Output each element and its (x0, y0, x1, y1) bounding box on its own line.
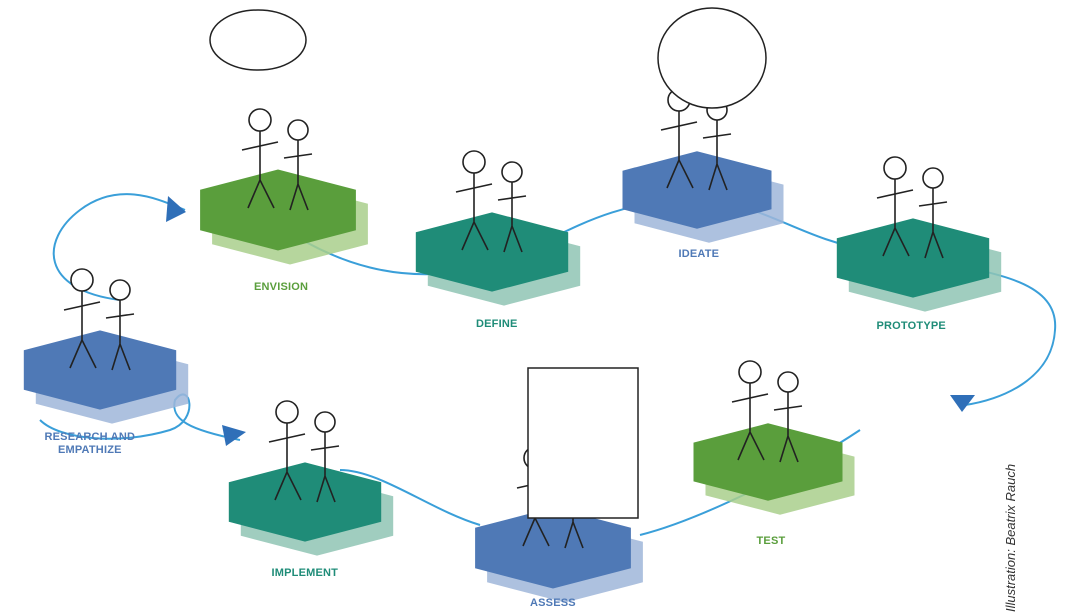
group-discussion-icon (455, 150, 527, 253)
figure-body (63, 291, 101, 369)
robot-test-icon (731, 360, 803, 463)
stage-label-line: RESEARCH AND (44, 431, 136, 443)
figure-body-2 (105, 300, 135, 371)
stage-label-test: TEST (757, 535, 786, 548)
direction-arrow-icon (166, 196, 186, 222)
thought-bubble-icon (209, 9, 307, 71)
figure-body-2 (497, 182, 527, 253)
stage-label-line: IDEATE (678, 247, 720, 260)
figure-head (70, 268, 94, 292)
figure-body-2 (702, 120, 732, 191)
illustration-credit: Illustration: Beatrix Rauch (1003, 463, 1018, 612)
stage-label-line: IMPLEMENT (271, 566, 339, 579)
figure-head-2 (501, 161, 523, 183)
stage-illustrations (63, 7, 948, 549)
figure-head-2 (314, 411, 336, 433)
figure-body-2 (310, 432, 340, 503)
platform-research (23, 330, 189, 424)
platform-prototype (836, 218, 1002, 312)
figure-head (738, 360, 762, 384)
platform-hexagon-ideate (622, 151, 772, 229)
stage-label-ideate: IDEATE (679, 248, 720, 261)
figure-body-2 (773, 392, 803, 463)
direction-arrow-icon (222, 425, 246, 446)
figure-head-2 (109, 279, 131, 301)
figure-head-2 (922, 167, 944, 189)
figure-body-2 (918, 188, 948, 259)
platform-hexagon-define (415, 212, 569, 292)
direction-arrow-icon (950, 395, 975, 412)
stage-label-implement: IMPLEMENT (272, 567, 339, 580)
platform-assess (475, 507, 643, 603)
figure-body-2 (283, 140, 313, 211)
platform-hexagon-assess (475, 507, 631, 589)
figure-body (876, 179, 914, 257)
figure-body (660, 111, 698, 189)
platform-hexagon-test (693, 423, 843, 501)
stage-label-line: EMPATHIZE (57, 444, 122, 456)
figure-head-2 (287, 119, 309, 141)
stage-label-line: ENVISION (254, 280, 309, 293)
stage-label-envision: ENVISION (254, 281, 308, 294)
person-in-hammock-icon (241, 108, 313, 211)
person-with-laptop-and-books-icon (63, 268, 135, 371)
platform-define (415, 212, 581, 306)
figure-body (455, 173, 493, 251)
stage-label-line: PROTOTYPE (876, 319, 946, 332)
cycle-arrows (166, 196, 975, 446)
platform-implement (228, 462, 394, 556)
platform-hexagon-envision (200, 169, 356, 251)
platform-hexagon-implement (228, 462, 382, 542)
figure-head-2 (777, 371, 799, 393)
speech-bubble-icon (657, 7, 767, 109)
stage-label-define: DEFINE (476, 318, 518, 331)
platform-test (693, 423, 855, 515)
stage-label-line: DEFINE (476, 317, 518, 330)
figure-head (883, 156, 907, 180)
stage-platforms (23, 151, 1002, 603)
stage-label-line: ASSESS (530, 596, 576, 609)
platform-envision (200, 169, 368, 265)
figure-head (248, 108, 272, 132)
flipchart-icon (527, 367, 639, 519)
platform-hexagon-prototype (836, 218, 990, 298)
figure-body (731, 383, 769, 461)
figure-head (462, 150, 486, 174)
figure-head (275, 400, 299, 424)
platform-ideate (622, 151, 784, 243)
stage-label-line: TEST (756, 534, 786, 547)
stage-label-prototype: PROTOTYPE (877, 320, 946, 333)
person-with-plans-icon (268, 400, 340, 503)
platform-hexagon-research (23, 330, 177, 410)
figure-body (241, 131, 279, 209)
stage-label-assess: ASSESS (530, 597, 576, 610)
building-with-tools-icon (876, 156, 948, 259)
figure-body (268, 423, 306, 501)
